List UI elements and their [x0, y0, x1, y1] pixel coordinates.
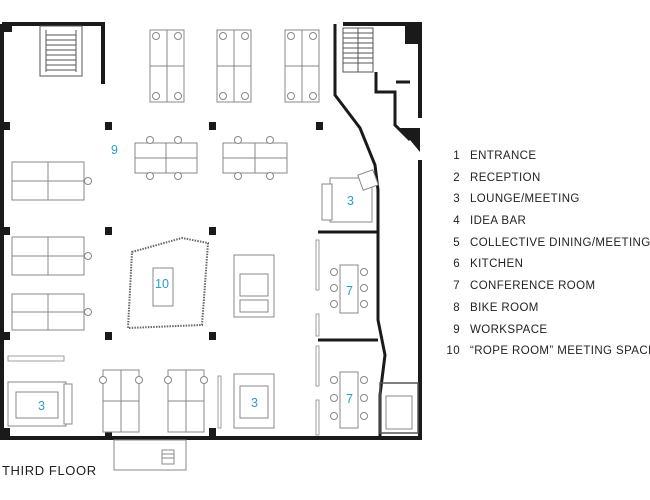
legend-item: 8 BIKE ROOM: [444, 298, 650, 320]
legend-label: WORKSPACE: [470, 323, 548, 336]
lounge-upper-right: [321, 169, 379, 223]
entrance-vestibule: [113, 439, 187, 471]
stair-left: [39, 25, 83, 77]
legend-item: 3 LOUNGE/MEETING: [444, 189, 650, 211]
legend-item: 1 ENTRANCE: [444, 146, 650, 168]
legend-label: KITCHEN: [470, 258, 524, 271]
legend-number: 4: [453, 215, 460, 228]
room-number-rope-room: 10: [155, 277, 169, 291]
legend-item: 2 RECEPTION: [444, 168, 650, 190]
bike-room-box: [385, 395, 413, 430]
legend-label: IDEA BAR: [470, 215, 527, 228]
legend-item: 4 IDEA BAR: [444, 211, 650, 233]
legend-number: 1: [453, 150, 460, 162]
corner-wall-block: [2, 22, 12, 32]
legend-item: 5 COLLECTIVE DINING/MEETING: [444, 233, 650, 255]
legend-label: BIKE ROOM: [470, 301, 539, 314]
conference-tables: [330, 264, 368, 429]
room-number-workspace: 9: [111, 143, 118, 157]
legend-item: 10 “ROPE ROOM” MEETING SPACE: [444, 341, 650, 363]
rope-room-table: [152, 267, 174, 307]
interior-walls: [318, 24, 412, 438]
legend-label: LOUNGE/MEETING: [470, 193, 580, 206]
chairs: [84, 32, 317, 384]
legend-number: 6: [453, 258, 460, 271]
legend-item: 9 WORKSPACE: [444, 320, 650, 342]
legend-label: ENTRANCE: [470, 150, 537, 162]
wall-wedge: [400, 128, 420, 152]
lounge-lower-center: [233, 373, 275, 429]
bike-room-frame: [379, 382, 419, 434]
legend-label: “ROPE ROOM” MEETING SPACE: [470, 345, 650, 358]
room-number-conference-lower: 7: [346, 392, 353, 406]
lounge-lower-left: [7, 381, 73, 427]
legend-number: 3: [453, 193, 460, 206]
room-number-conference-upper: 7: [346, 284, 353, 298]
legend-label: COLLECTIVE DINING/MEETING: [470, 236, 650, 249]
workstations: [11, 29, 320, 433]
legend-label: CONFERENCE ROOM: [470, 280, 596, 293]
legend-number: 2: [453, 171, 460, 184]
legend-label: RECEPTION: [470, 171, 541, 184]
room-number-lounge-lower-center: 3: [251, 396, 258, 410]
center-lounge: [233, 254, 275, 318]
room-number-lounge-upper: 3: [347, 194, 354, 208]
legend-number: 8: [453, 301, 460, 314]
legend-number: 7: [453, 280, 460, 293]
partition-strips: [7, 239, 320, 436]
legend-item: 7 CONFERENCE ROOM: [444, 276, 650, 298]
legend-number: 9: [453, 323, 460, 336]
room-number-lounge-lower-left: 3: [38, 399, 45, 413]
legend-number: 10: [446, 345, 460, 358]
stair-right: [342, 27, 374, 73]
floor-label: THIRD FLOOR: [2, 463, 97, 478]
room-legend: 1 ENTRANCE 2 RECEPTION 3 LOUNGE/MEETING 4 ID…: [444, 146, 650, 363]
corner-wall-block: [405, 22, 422, 44]
legend-item: 6 KITCHEN: [444, 254, 650, 276]
legend-number: 5: [453, 236, 460, 249]
